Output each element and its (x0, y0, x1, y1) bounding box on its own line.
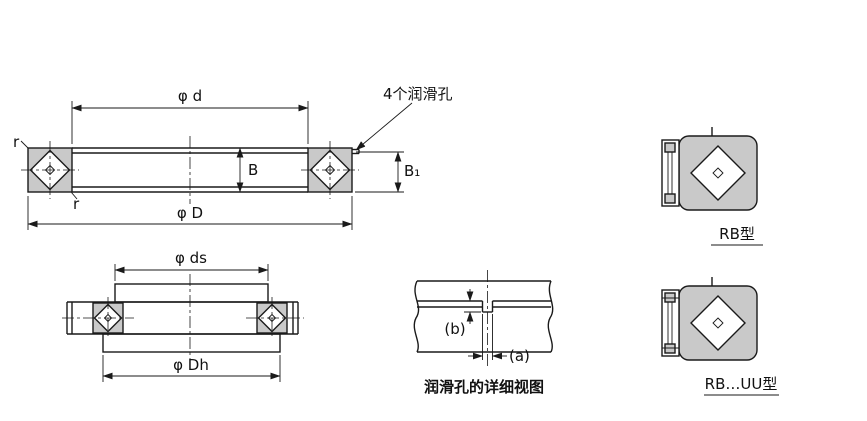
phi-ds-label: φ ds (175, 249, 207, 267)
detail-view-caption: 润滑孔的详细视图 (424, 378, 544, 396)
rb-uu-roller (690, 295, 746, 351)
broken-section-strip (413, 280, 554, 353)
shaft-seat-plate (114, 283, 269, 303)
rb-uu-type-view: RB…UU型 (661, 277, 779, 396)
dimension-phi-D: φ D (27, 196, 353, 230)
dimension-b: (b) (444, 289, 481, 338)
mounted-left-roller-section (62, 297, 134, 339)
main-cross-section-view: φ d 4个润滑孔 B B₁ r r (13, 85, 453, 230)
rb-roller (690, 145, 746, 201)
lube-hole-section (481, 301, 494, 313)
rb-inner-ring-strip (661, 139, 680, 207)
detail-b-label: (b) (444, 320, 465, 338)
left-ring-section (21, 141, 79, 199)
r-label-bottom: r (73, 195, 80, 213)
rb-type-label: RB型 (719, 225, 755, 243)
dimension-phi-d: φ d (71, 87, 309, 144)
dimension-B1: B₁ (355, 151, 420, 193)
phi-Dh-label: φ Dh (173, 356, 209, 374)
dimension-B: B (236, 147, 258, 193)
dimension-phi-Dh: φ Dh (102, 355, 281, 382)
r-label-top: r (13, 133, 20, 151)
lubrication-hole-notch (352, 148, 360, 155)
phi-d-label: φ d (178, 87, 202, 105)
rb-type-view: RB型 (661, 127, 763, 246)
B-label: B (248, 161, 258, 179)
lube-hole-detail-view: (b) (a) 润滑孔的详细视图 (413, 270, 554, 396)
dimension-phi-ds: φ ds (114, 249, 269, 281)
mounted-cross-section-view: φ ds φ Dh (62, 249, 304, 382)
lube-holes-note: 4个润滑孔 (383, 85, 453, 103)
lube-holes-callout: 4个润滑孔 (355, 85, 453, 151)
right-ring-section (301, 141, 360, 199)
break-line-left (413, 280, 420, 353)
housing-seat-plate (102, 333, 281, 353)
break-line-right (547, 280, 554, 353)
fillet-radius-callouts: r r (13, 133, 80, 213)
lube-holes-leader (355, 102, 413, 151)
mounted-right-roller-section (246, 297, 304, 339)
detail-a-label: (a) (509, 347, 530, 365)
rb-uu-inner-ring-strip (661, 289, 680, 357)
B1-label: B₁ (404, 162, 420, 180)
rb-uu-type-label: RB…UU型 (705, 375, 778, 393)
phi-D-label: φ D (177, 204, 203, 222)
dimension-a: (a) (468, 314, 530, 365)
